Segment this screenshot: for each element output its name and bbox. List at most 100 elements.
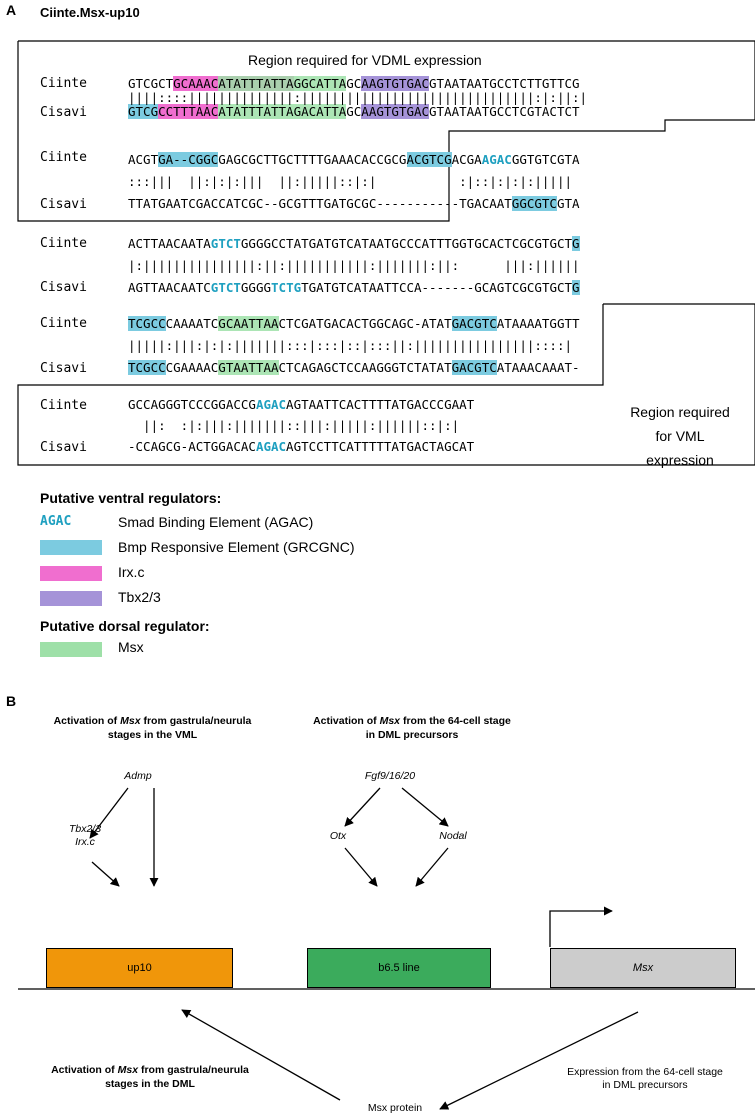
panel-a-letter: A — [6, 2, 17, 18]
motif-highlight-irx — [158, 104, 219, 119]
arrow-msx-to-protein — [439, 1011, 639, 1110]
nodal-node: Nodal — [439, 830, 467, 842]
motif-highlight-bre — [512, 196, 558, 211]
vml-region-outline — [17, 303, 755, 466]
dml-gastrula-heading: Activation of Msx from gastrula/neurula … — [15, 1063, 285, 1091]
irx-node-line: Irx.c — [75, 836, 95, 848]
motif-highlight-bre — [572, 280, 580, 295]
dml-heading-line-2: in DML precursors — [365, 729, 459, 741]
block-4-bottom-sequence: TCGCCCGAAAACGTAATTAACTCAGAGCTCCAAGGGTCTA… — [128, 360, 580, 375]
arrow-otx-to-b65 — [344, 847, 378, 887]
dml-gastrula-line-1: Activation of Msx from gastrula/neurula — [51, 1064, 249, 1076]
dorsal-legend-heading: Putative dorsal regulator: — [40, 618, 210, 634]
block-1-match-line: ||||::::||||||||||||||:|||||||||||||||||… — [128, 90, 588, 105]
motif-highlight-bre — [451, 316, 497, 331]
motif-highlight-bre — [128, 104, 166, 119]
expression-note: Expression from the 64-cell stage in DML… — [540, 1066, 750, 1092]
block-5-bottom-sequence: -CCAGCG-ACTGGACACAGACAGTCCTTCATTTTTATGAC… — [128, 439, 475, 454]
block-2-match-line: :::||| ||:|:|:||| ||:|||||::|:| :|::|:|:… — [128, 174, 573, 189]
sbe-legend-sample: AGAC — [40, 514, 72, 529]
vml-activation-heading: Activation of Msx from gastrula/neurula … — [15, 714, 290, 742]
arrow-fgf-to-otx — [344, 787, 381, 827]
fgf-node: Fgf9/16/20 — [364, 770, 416, 782]
block-1-top-sequence: GTCGCTGCAAACATATTTATTAGGCATTAGCAAGTGTGAC… — [128, 76, 580, 91]
species-label: Ciinte — [40, 76, 87, 91]
motif-highlight-bre — [158, 152, 219, 167]
expression-note-line-1: Expression from the 64-cell stage — [567, 1066, 723, 1078]
species-label: Cisavi — [40, 197, 87, 212]
motif-highlight-bre — [128, 316, 166, 331]
otx-node: Otx — [329, 830, 347, 842]
motif-highlight-msx — [218, 316, 279, 331]
motif-highlight-msx — [218, 76, 347, 91]
admp-node: Admp — [124, 770, 152, 782]
species-label: Ciinte — [40, 150, 87, 165]
sbe-motif: GTCT — [210, 236, 241, 251]
network-arrows — [18, 787, 755, 1110]
vdml-region-outline — [17, 40, 755, 222]
arrow-fgf-to-nodal — [401, 787, 449, 827]
dml-activation-heading: Activation of Msx from the 64-cell stage… — [262, 714, 562, 742]
species-label: Cisavi — [40, 440, 87, 455]
arrow-tbx-to-up10 — [91, 861, 120, 887]
msx-legend-label: Msx — [118, 639, 144, 655]
motif-highlight-msx — [218, 104, 347, 119]
species-label: Ciinte — [40, 398, 87, 413]
sbe-motif: AGAC — [255, 397, 287, 412]
bre-legend-label: Bmp Responsive Element (GRCGNC) — [118, 539, 355, 555]
sbe-motif: AGAC — [255, 439, 287, 454]
motif-highlights — [0, 0, 755, 480]
block-3-top-sequence: ACTTAACAATAGTCTGGGGCCTATGATGTCATAATGCCCA… — [128, 236, 580, 251]
sbe-motif: TCTG — [271, 280, 302, 295]
vml-heading-line-1: Activation of Msx from gastrula/neurula — [53, 715, 252, 727]
motif-highlight-bre — [451, 360, 497, 375]
irx-swatch — [40, 566, 102, 581]
panel-b-letter: B — [6, 693, 17, 709]
block-4-top-sequence: TCGCCCAAAATCGCAATTAACTCGATGACACTGGCAGC-A… — [128, 316, 580, 331]
arrow-nodal-to-b65 — [415, 847, 449, 887]
vml-region-line-2: for VML — [655, 428, 705, 444]
sbe-legend-label: Smad Binding Element (AGAC) — [118, 514, 314, 530]
motif-highlight-tbx — [361, 76, 430, 91]
block-5-match-line: ||: :|:|||:|||||||::|||:|||||:||||||::|:… — [128, 418, 460, 433]
dml-gastrula-line-2: stages in the DML — [105, 1078, 195, 1090]
ventral-legend-heading: Putative ventral regulators: — [40, 490, 222, 506]
vml-region-line-1: Region required — [630, 404, 730, 420]
arrow-msx-protein-to-up10 — [181, 1009, 341, 1101]
block-5-top-sequence: GCCAGGGTCCCGGACCGAGACAGTAATTCACTTTTATGAC… — [128, 397, 475, 412]
species-label: Cisavi — [40, 105, 87, 120]
vdml-region-label: Region required for VDML expression — [248, 52, 482, 68]
b65-line-box: b6.5 line — [307, 948, 491, 988]
sequence-title: Ciinte.Msx-up10 — [40, 5, 140, 20]
species-label: Ciinte — [40, 316, 87, 331]
block-2-top-sequence: ACGTGA--CGGCGAGCGCTTGCTTTTGAAACACCGCGACG… — [128, 152, 580, 167]
motif-highlight-tbx — [361, 104, 430, 119]
motif-highlight-bre — [406, 152, 452, 167]
motif-highlight-bre — [572, 236, 580, 251]
block-3-match-line: |:|||||||||||||||:||:|||||||||||:|||||||… — [128, 258, 580, 273]
bre-swatch — [40, 540, 102, 555]
vml-region-line-3: expression — [646, 452, 714, 468]
block-1-bottom-sequence: GTCGCCTTTAACATATTTATTAGACATTAGCAAGTGTGAC… — [128, 104, 580, 119]
motif-highlight-msx — [218, 360, 279, 375]
tbx-legend-label: Tbx2/3 — [118, 589, 161, 605]
vml-region-label: Region required for VML expression — [615, 400, 745, 472]
sbe-motif: GTCT — [210, 280, 241, 295]
species-label: Ciinte — [40, 236, 87, 251]
block-2-bottom-sequence: TTATGAATCGACCATCGC--GCGTTTGATGCGC-------… — [128, 196, 580, 211]
up10-box: up10 — [46, 948, 233, 988]
msx-swatch — [40, 642, 102, 657]
expression-note-line-2: in DML precursors — [602, 1079, 688, 1091]
vml-heading-line-2: stages in the VML — [107, 729, 198, 741]
motif-highlight-bre — [128, 360, 166, 375]
msx-gene-box: Msx — [550, 948, 736, 988]
arrow-admp-to-tbx — [89, 787, 129, 839]
region-outlines — [17, 40, 755, 466]
block-3-bottom-sequence: AGTTAACAATCGTCTGGGGTCTGTGATGTCATAATTCCA-… — [128, 280, 580, 295]
transcription-start-arrow — [549, 906, 613, 947]
species-label: Cisavi — [40, 280, 87, 295]
dml-heading-line-1: Activation of Msx from the 64-cell stage — [313, 715, 511, 727]
sbe-motif: AGAC — [481, 152, 512, 167]
msx-protein-label: Msx protein — [367, 1102, 423, 1114]
irx-legend-label: Irx.c — [118, 564, 145, 580]
